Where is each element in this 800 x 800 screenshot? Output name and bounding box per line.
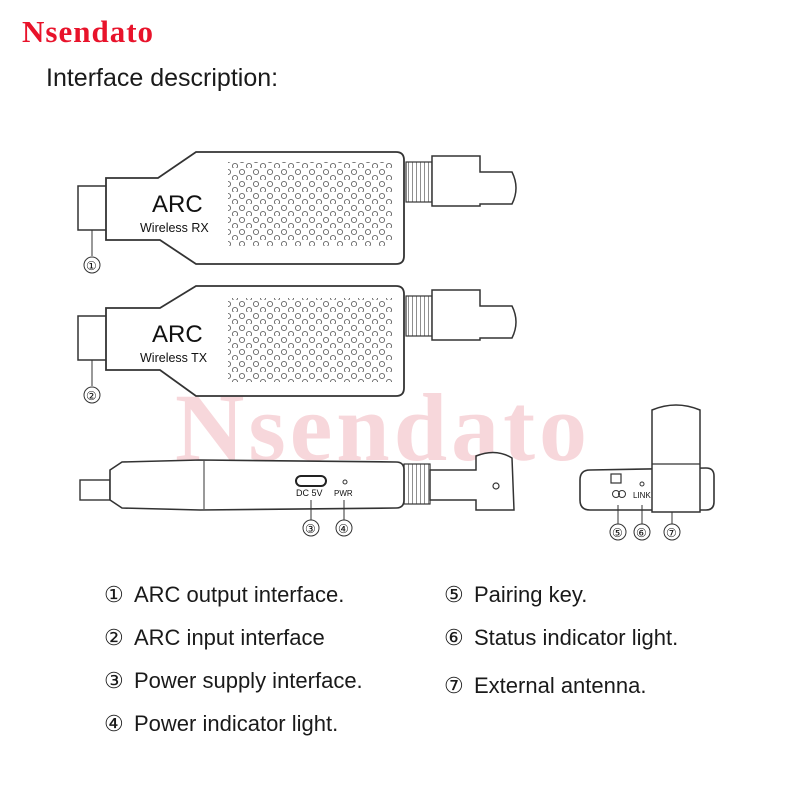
- description-text: External antenna.: [474, 673, 647, 698]
- description-item: ⑤ Pairing key.: [444, 582, 587, 608]
- rx-hdmi-plug: [77, 185, 109, 231]
- rx-device: ARC Wireless RX ①: [77, 151, 517, 274]
- rx-vent-grille: [228, 162, 392, 246]
- description-text: Power indicator light.: [134, 711, 339, 736]
- description-text: Power supply interface.: [134, 668, 363, 693]
- power-indicator-led: [342, 479, 348, 485]
- tx-antenna: [431, 289, 517, 341]
- callout-7: ⑦: [666, 526, 677, 540]
- description-number: ①: [104, 582, 124, 607]
- page-subtitle: Interface description:: [46, 64, 279, 92]
- dc-5v-label: DC 5V: [296, 488, 323, 498]
- pairing-key: [610, 473, 622, 484]
- description-number: ⑥: [444, 625, 464, 650]
- rx-antenna: [431, 155, 517, 207]
- description-number: ④: [104, 711, 124, 736]
- description-text: ARC output interface.: [134, 582, 345, 607]
- description-item: ① ARC output interface.: [104, 582, 344, 608]
- side-usb-plug: [79, 479, 111, 501]
- description-item: ⑦ External antenna.: [444, 673, 646, 699]
- callout-6: ⑥: [636, 526, 647, 540]
- description-item: ② ARC input interface: [104, 625, 325, 651]
- tx-title: ARC: [152, 321, 203, 348]
- dc-5v-port: [295, 475, 327, 487]
- brand-logo: Nsendato: [22, 14, 155, 49]
- link-label: LINK: [633, 491, 651, 500]
- description-number: ⑦: [444, 673, 464, 698]
- callout-2: ②: [86, 389, 97, 403]
- description-item: ④ Power indicator light.: [104, 711, 338, 737]
- rx-title: ARC: [152, 191, 203, 218]
- side-view-device: DC 5V PWR ③ ④: [79, 451, 515, 537]
- tx-device: ARC Wireless TX ②: [77, 285, 517, 404]
- tx-antenna-nut: [405, 295, 433, 337]
- rx-antenna-nut: [405, 161, 433, 203]
- tx-hdmi-plug: [77, 315, 109, 361]
- description-number: ⑤: [444, 582, 464, 607]
- side-body: [109, 459, 405, 511]
- description-item: ⑥ Status indicator light.: [444, 625, 678, 651]
- side-antenna-nut: [403, 463, 431, 505]
- description-number: ③: [104, 668, 124, 693]
- callout-3: ③: [305, 522, 316, 536]
- description-item: ③ Power supply interface.: [104, 668, 363, 694]
- callout-4: ④: [338, 522, 349, 536]
- side-antenna: [429, 451, 515, 511]
- rx-label: Wireless RX: [140, 221, 209, 235]
- status-indicator-led: [639, 481, 645, 487]
- pwr-label: PWR: [334, 489, 353, 498]
- callout-1: ①: [86, 259, 97, 273]
- callout-5: ⑤: [612, 526, 623, 540]
- tx-label: Wireless TX: [140, 351, 208, 365]
- tx-vent-grille: [228, 298, 392, 382]
- description-text: ARC input interface: [134, 625, 325, 650]
- description-number: ②: [104, 625, 124, 650]
- end-view-device: LINK ⑤ ⑥ ⑦: [579, 404, 715, 541]
- description-text: Pairing key.: [474, 582, 588, 607]
- description-text: Status indicator light.: [474, 625, 679, 650]
- end-antenna: [651, 404, 701, 513]
